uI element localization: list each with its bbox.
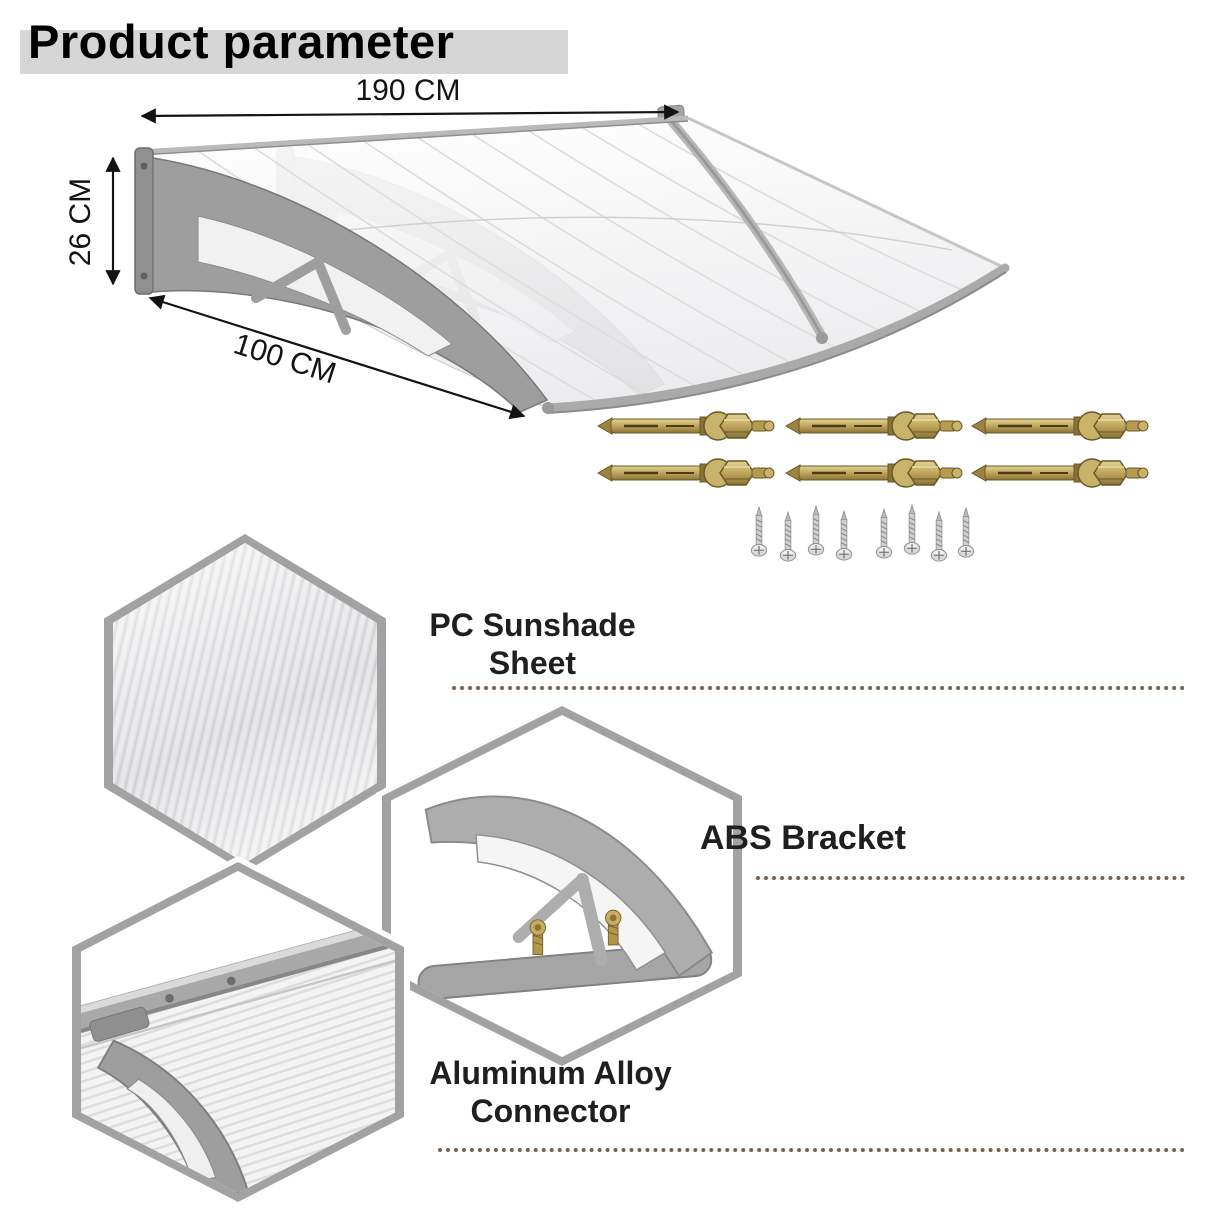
hexagon-border — [104, 534, 386, 872]
expansion-bolt-icon — [970, 457, 1150, 489]
screw-icon — [779, 511, 797, 562]
screw-icon — [807, 505, 825, 556]
callout-label-line: Connector — [470, 1093, 631, 1129]
expansion-bolt-icon — [970, 410, 1150, 442]
brass-bolt-icon — [604, 909, 622, 946]
dotted-divider — [438, 1148, 1185, 1152]
screw-icon — [875, 508, 893, 559]
pc-sheet-texture-photo — [113, 543, 377, 863]
hexagon-border — [382, 706, 742, 1066]
canopy-rib-lines — [194, 120, 966, 404]
callout-label-line: PC Sunshade — [429, 607, 636, 643]
hexagon-inner — [113, 543, 377, 863]
width-dimension-label: 190 CM — [355, 74, 460, 107]
hexagon-border — [72, 862, 404, 1202]
callout-hexagon-pc-sheet — [98, 528, 392, 878]
screw-icon — [957, 507, 975, 558]
callout-label-abs-bracket: ABS Bracket — [700, 818, 906, 858]
abs-bracket-photo — [417, 795, 714, 1000]
sheet-seam-line — [261, 216, 953, 251]
expansion-bolt-icon — [596, 457, 776, 489]
callout-label-pc-sheet: PC Sunshade Sheet — [400, 606, 665, 682]
expansion-bolt-icon — [784, 457, 964, 489]
callout-hexagon-aluminum-connector — [66, 856, 410, 1208]
callout-label-line: ABS Bracket — [700, 819, 906, 857]
expansion-bolts-group — [596, 410, 1150, 489]
canopy-sheet — [138, 117, 1007, 409]
front-edge-profile — [542, 263, 1010, 414]
screws-group — [750, 504, 975, 562]
back-edge-profile — [139, 115, 689, 156]
screw-icon — [903, 504, 921, 555]
dotted-divider — [756, 876, 1185, 880]
title-highlight-band — [20, 30, 568, 74]
right-edge-profile — [687, 116, 1006, 270]
screw-icon — [750, 506, 768, 557]
callout-label-aluminum-connector: Aluminum Alloy Connector — [418, 1054, 683, 1130]
depth-dimension-arrow — [148, 294, 526, 420]
callout-label-line: Aluminum Alloy — [429, 1055, 672, 1091]
height-dimension-label: 26 CM — [64, 178, 97, 266]
screw-icon — [835, 510, 853, 561]
aluminum-connector-photo — [81, 917, 395, 1193]
callout-label-line: Sheet — [488, 645, 577, 681]
brass-bolt-icon — [529, 919, 547, 956]
page-title: Product parameter — [28, 15, 455, 68]
callout-hexagon-abs-bracket — [376, 700, 748, 1072]
canopy-diagram: 190 CM 26 CM 100 CM — [64, 74, 1150, 562]
screw-icon — [930, 511, 948, 562]
width-dimension-arrow — [140, 104, 680, 124]
depth-dimension-label: 100 CM — [230, 327, 340, 390]
hexagon-inner — [391, 715, 733, 1057]
dotted-divider — [452, 686, 1185, 690]
expansion-bolt-icon — [784, 410, 964, 442]
expansion-bolt-icon — [596, 410, 776, 442]
hexagon-inner — [81, 871, 395, 1193]
